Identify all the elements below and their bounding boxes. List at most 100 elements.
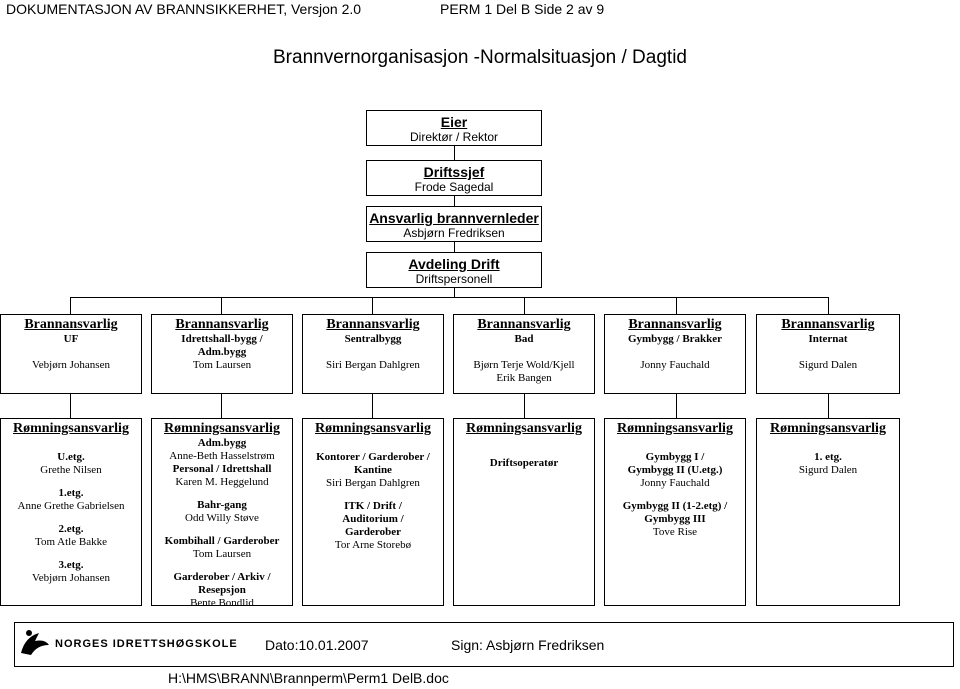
romning-block: 1. etg. Sigurd Dalen — [757, 451, 899, 477]
romning-area: Gymbygg II (1-2.etg) / — [622, 500, 728, 512]
nih-logo: NORGES IDRETTSHØGSKOLE — [15, 623, 243, 666]
romning-col-sentralbygg: Rømningsansvarlig Kontorer / Garderober … — [302, 418, 444, 606]
romning-block: Garderober / Arkiv / Resepsjon Bente Bon… — [152, 571, 292, 610]
box-avdeling-drift-title: Avdeling Drift — [408, 256, 500, 272]
romning-title: Rømningsansvarlig — [164, 421, 280, 436]
brann-col-idrettshall: Brannansvarlig Idrettshall-bygg / Adm.by… — [151, 314, 293, 394]
brann-name: Vebjørn Johansen — [32, 359, 110, 371]
romning-name: Anne-Beth Hasselstrøm — [169, 450, 275, 462]
romning-area: Personal / Idrettshall — [172, 463, 272, 475]
romning-col-idrettshall: Rømningsansvarlig Adm.bygg Anne-Beth Has… — [151, 418, 293, 609]
brann-area: Idrettshall-bygg / — [181, 333, 263, 345]
romning-block: ITK / Drift / Auditorium / Garderober To… — [303, 500, 443, 552]
romning-area2: Gymbygg II (U.etg.) — [627, 464, 723, 476]
connector — [372, 394, 373, 418]
connector — [70, 297, 71, 314]
box-driftssjef-title: Driftssjef — [423, 164, 485, 180]
brann-area2 — [454, 346, 594, 359]
romning-name: Siri Bergan Dahlgren — [326, 477, 420, 489]
romning-name: Odd Willy Støve — [185, 512, 259, 524]
romning-name: Bente Bondlid — [190, 597, 254, 609]
connector — [454, 196, 455, 206]
romning-block: Bahr-gang Odd Willy Støve — [152, 499, 292, 525]
footer: NORGES IDRETTSHØGSKOLE Dato:10.01.2007 S… — [14, 622, 954, 667]
romning-block: Kombihall / Garderober Tom Laursen — [152, 535, 292, 561]
romning-block: U.etg. Grethe Nilsen — [1, 451, 141, 477]
romning-name: Karen M. Heggelund — [175, 476, 269, 488]
logo-text: NORGES IDRETTSHØGSKOLE — [55, 638, 238, 650]
romning-block: Gymbygg I / Gymbygg II (U.etg.) Jonny Fa… — [605, 451, 745, 490]
file-path: H:\HMS\BRANN\Brannperm\Perm1 DelB.doc — [168, 670, 449, 686]
romning-block: Kontorer / Garderober / Kantine Siri Ber… — [303, 451, 443, 490]
connector — [676, 394, 677, 418]
romning-col-gymbygg: Rømningsansvarlig Gymbygg I / Gymbygg II… — [604, 418, 746, 606]
doc-header-left: DOKUMENTASJON AV BRANNSIKKERHET, Versjon… — [6, 1, 362, 17]
romning-area: 3.etg. — [58, 559, 84, 571]
connector — [70, 394, 71, 418]
connector — [828, 394, 829, 418]
brann-area: Gymbygg / Brakker — [627, 333, 723, 345]
page-title: Brannvernorganisasjon -Normalsituasjon /… — [273, 47, 687, 68]
romning-area: U.etg. — [57, 451, 85, 463]
footer-sign: Sign: Asbjørn Fredriksen — [451, 637, 605, 653]
box-avdeling-drift-sub: Driftspersonell — [415, 272, 493, 286]
romning-name: Tor Arne Storebø — [334, 539, 412, 551]
brann-name2: Erik Bangen — [496, 372, 552, 384]
box-eier-sub: Direktør / Rektor — [409, 130, 498, 144]
brann-area2 — [605, 346, 745, 359]
romning-block: Driftsoperatør — [454, 457, 594, 470]
box-driftssjef-sub: Frode Sagedal — [414, 180, 494, 194]
brann-col-bad: Brannansvarlig Bad Bjørn Terje Wold/Kjel… — [453, 314, 595, 394]
connector — [524, 297, 525, 314]
connector — [454, 242, 455, 252]
brann-area: Sentralbygg — [344, 333, 402, 345]
romning-name: Tom Laursen — [192, 548, 252, 560]
romning-block: Gymbygg II (1-2.etg) / Gymbygg III Tove … — [605, 500, 745, 539]
romning-block: Adm.bygg Anne-Beth Hasselstrøm — [152, 437, 292, 463]
brann-area2 — [757, 346, 899, 359]
brann-name: Sigurd Dalen — [798, 359, 858, 371]
brann-area: Internat — [808, 333, 848, 345]
brann-title: Brannansvarlig — [326, 317, 420, 332]
connector — [221, 297, 222, 314]
romning-title: Rømningsansvarlig — [770, 421, 886, 436]
romning-area: Driftsoperatør — [489, 457, 559, 469]
romning-col-uf: Rømningsansvarlig U.etg. Grethe Nilsen 1… — [0, 418, 142, 606]
romning-area2: Auditorium / — [342, 513, 404, 525]
box-brannvernleder-sub: Asbjørn Fredriksen — [403, 226, 505, 240]
brann-title: Brannansvarlig — [175, 317, 269, 332]
romning-name: Grethe Nilsen — [40, 464, 102, 476]
romning-area: Adm.bygg — [197, 437, 247, 449]
romning-block: 2.etg. Tom Atle Bakke — [1, 523, 141, 549]
brann-name: Siri Bergan Dahlgren — [326, 359, 420, 371]
brann-name: Tom Laursen — [192, 359, 252, 371]
romning-name: Jonny Fauchald — [640, 477, 710, 489]
romning-area: Bahr-gang — [197, 499, 247, 511]
romning-area2: Resepsjon — [198, 584, 246, 596]
connector — [676, 297, 677, 314]
connector — [454, 288, 455, 297]
brann-title: Brannansvarlig — [477, 317, 571, 332]
box-driftssjef: Driftssjef Frode Sagedal — [366, 160, 542, 196]
brann-area2 — [303, 346, 443, 359]
nih-logo-icon — [21, 630, 49, 655]
box-brannvernleder: Ansvarlig brannvernleder Asbjørn Fredrik… — [366, 206, 542, 242]
connector — [221, 394, 222, 418]
romning-name: Tom Atle Bakke — [35, 536, 107, 548]
box-brannvernleder-title: Ansvarlig brannvernleder — [369, 210, 539, 226]
romning-area: ITK / Drift / — [344, 500, 402, 512]
romning-name: Tove Rise — [652, 526, 698, 538]
romning-area: Kontorer / Garderober / — [316, 451, 430, 463]
horizontal-connector — [70, 297, 828, 298]
brann-col-uf: Brannansvarlig UF Vebjørn Johansen — [0, 314, 142, 394]
romning-area3: Garderober — [344, 526, 401, 538]
romning-name: Anne Grethe Gabrielsen — [17, 500, 125, 512]
brann-area: UF — [63, 333, 79, 345]
romning-block: Personal / Idrettshall Karen M. Heggelun… — [152, 463, 292, 489]
brann-title: Brannansvarlig — [628, 317, 722, 332]
romning-name: Sigurd Dalen — [798, 464, 858, 476]
romning-col-bad: Rømningsansvarlig Driftsoperatør — [453, 418, 595, 606]
box-avdeling-drift: Avdeling Drift Driftspersonell — [366, 252, 542, 288]
brann-name: Jonny Fauchald — [640, 359, 710, 371]
doc-header-right: PERM 1 Del B Side 2 av 9 — [440, 1, 605, 17]
